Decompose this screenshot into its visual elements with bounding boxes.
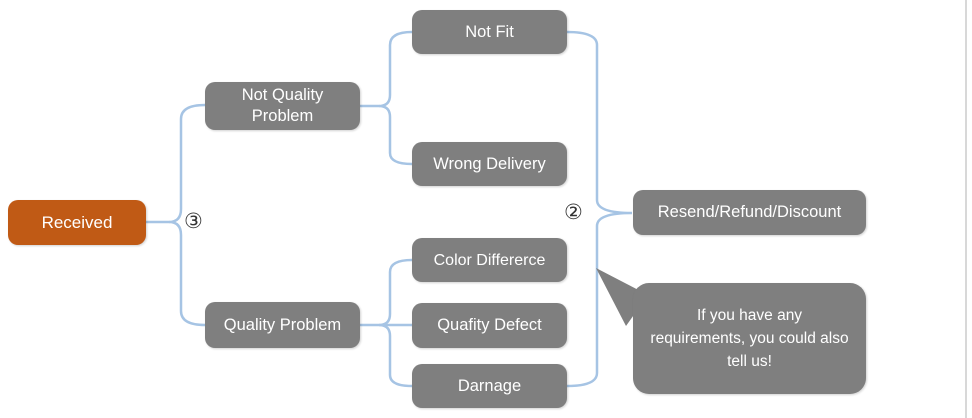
brace-received-branches bbox=[168, 103, 207, 327]
node-quality-problem-label: Quality Problem bbox=[223, 315, 342, 334]
node-not-quality-problem: Not Quality Problem bbox=[205, 82, 360, 130]
node-quality-defect-label: Quafity Defect bbox=[437, 316, 542, 334]
node-quality-problem: Quality Problem bbox=[205, 302, 360, 348]
node-resolution-label: Resend/Refund/Discount bbox=[657, 203, 842, 221]
node-not-fit-label: Not Fit bbox=[465, 22, 514, 41]
node-quality-defect: Quafity Defect bbox=[412, 303, 567, 348]
right-pane-edge-line bbox=[965, 0, 967, 418]
node-received: Received bbox=[8, 200, 146, 245]
circled-number-3: ③ bbox=[184, 210, 203, 233]
brace-leaves-resolution bbox=[565, 30, 633, 388]
node-damage-label: Darnage bbox=[457, 376, 522, 395]
node-damage: Darnage bbox=[412, 364, 567, 408]
callout-bubble: If you have any requirements, you could … bbox=[633, 283, 866, 394]
circled-number-2: ② bbox=[564, 201, 583, 224]
node-not-quality-problem-label: Not Quality Problem bbox=[241, 86, 324, 125]
node-color-difference: Color Differerce bbox=[412, 238, 567, 282]
node-wrong-delivery: Wrong Delivery bbox=[412, 142, 567, 186]
node-not-fit: Not Fit bbox=[412, 10, 567, 54]
node-color-difference-label: Color Differerce bbox=[433, 251, 546, 269]
brace-not-quality-branches bbox=[378, 30, 414, 166]
brace-quality-branches bbox=[378, 258, 414, 388]
node-wrong-delivery-label: Wrong Delivery bbox=[433, 154, 546, 173]
callout-text: If you have any requirements, you could … bbox=[650, 307, 849, 370]
node-received-label: Received bbox=[41, 213, 113, 232]
node-resolution: Resend/Refund/Discount bbox=[633, 190, 866, 235]
